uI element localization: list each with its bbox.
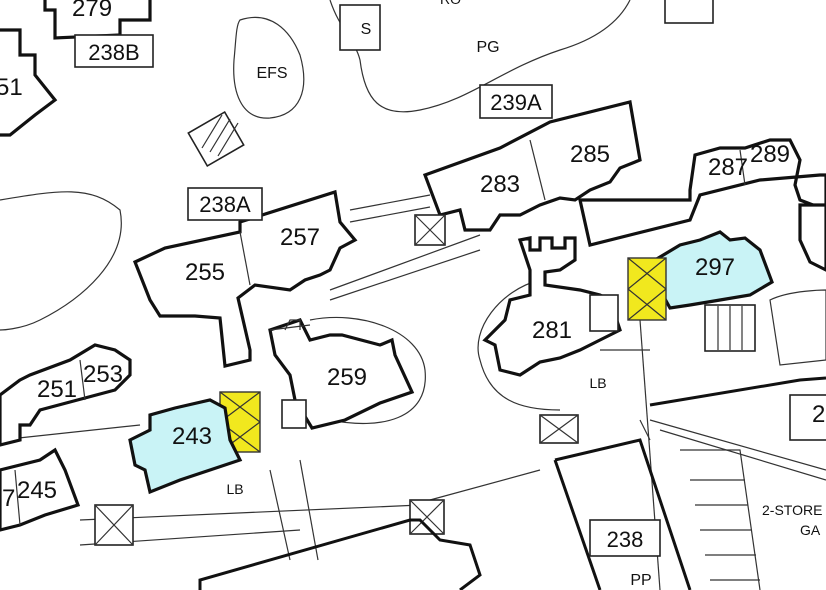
carpark-top bbox=[649, 376, 826, 407]
box-center-bottom-cross bbox=[539, 414, 579, 444]
unit-281: 281 bbox=[532, 317, 572, 344]
path-bottom-3 bbox=[429, 469, 541, 501]
block-label-238: 238 bbox=[607, 527, 644, 552]
path-vertical-left-1 bbox=[269, 469, 291, 561]
unit-2-right: 2 bbox=[812, 401, 825, 428]
path-right-2 bbox=[659, 429, 826, 481]
bottom-structures bbox=[198, 349, 826, 590]
box-bottom-center-cross bbox=[409, 499, 445, 535]
path-diagonal-2 bbox=[329, 249, 481, 301]
box-center-top-cross bbox=[414, 214, 446, 246]
driveway-curve-right bbox=[477, 279, 561, 411]
path-top-2 bbox=[349, 206, 431, 223]
unit-287: 287 bbox=[708, 154, 748, 181]
building-251-253 bbox=[0, 343, 132, 447]
lb-label-left: LB bbox=[226, 481, 243, 497]
unit-255: 255 bbox=[185, 259, 225, 286]
unit-289: 289 bbox=[750, 141, 790, 168]
carpark-ramp-lines bbox=[690, 479, 760, 581]
right-blocks bbox=[578, 138, 826, 441]
divider-247-245 bbox=[14, 469, 21, 526]
building-251-top bbox=[0, 28, 58, 137]
block-238-outline bbox=[554, 438, 692, 590]
top-right-box bbox=[664, 0, 714, 24]
divider-251-253 bbox=[79, 359, 86, 401]
unit-285: 285 bbox=[570, 141, 610, 168]
path-top-1 bbox=[349, 194, 431, 211]
lift-243-cross bbox=[219, 391, 261, 453]
right-edge-shape bbox=[769, 289, 826, 366]
building-right-edge bbox=[798, 203, 826, 272]
unit-253: 253 bbox=[83, 361, 123, 388]
box-2-right bbox=[789, 394, 826, 441]
unit-243: 243 bbox=[172, 423, 212, 450]
unit-257: 257 bbox=[280, 224, 320, 251]
top-left-blocks bbox=[0, 0, 714, 168]
stair-259 bbox=[281, 399, 307, 429]
block-238a bbox=[132, 187, 415, 430]
staircase-297-lines bbox=[717, 306, 743, 350]
staircase-lines bbox=[201, 114, 239, 157]
path-vertical-left-2 bbox=[299, 459, 319, 561]
efs-outline bbox=[233, 16, 305, 119]
path-left-1 bbox=[0, 424, 141, 441]
block-label-239a: 239A bbox=[490, 90, 542, 115]
pp-label: PP bbox=[630, 572, 651, 589]
block-label-238a: 238A bbox=[199, 192, 251, 217]
unit-245: 245 bbox=[17, 477, 57, 504]
block-238-left-edge bbox=[553, 459, 602, 590]
divider-283-285 bbox=[529, 139, 546, 201]
building-283-285 bbox=[422, 100, 642, 232]
stair-281 bbox=[589, 294, 619, 332]
carpark-label-2: GA bbox=[800, 522, 821, 538]
unit-259: 259 bbox=[327, 364, 367, 391]
block-239a bbox=[422, 84, 642, 377]
bottom-wall bbox=[198, 518, 482, 590]
unit-279: 279 bbox=[72, 0, 112, 22]
carpark-label-1: 2-STORE bbox=[762, 502, 822, 518]
lower-left-blocks bbox=[0, 343, 243, 546]
unit-283: 283 bbox=[480, 171, 520, 198]
block-box-238b bbox=[74, 34, 154, 68]
block-box-239a bbox=[479, 84, 553, 119]
divider-255-257 bbox=[239, 231, 251, 286]
building-243 bbox=[128, 398, 243, 495]
misc-boxes bbox=[409, 214, 579, 535]
block-label-238b: 238B bbox=[88, 40, 139, 65]
building-287-289 bbox=[578, 138, 826, 247]
divider-287-289 bbox=[739, 149, 746, 186]
unit-251: 251 bbox=[37, 376, 77, 403]
s-label: S bbox=[361, 21, 372, 38]
path-right-1 bbox=[649, 419, 826, 471]
unit-247: 7 bbox=[2, 485, 15, 512]
block-box-238 bbox=[589, 519, 661, 557]
building-297 bbox=[653, 230, 774, 310]
lift-297-cross bbox=[627, 257, 667, 321]
efs-label: EFS bbox=[256, 65, 287, 82]
building-255-257 bbox=[132, 189, 358, 368]
box-bottom-left-cross bbox=[94, 504, 134, 546]
block-box-238a bbox=[187, 187, 263, 221]
staircase-top bbox=[187, 110, 245, 168]
pg-label: PG bbox=[476, 39, 499, 56]
bld-259-notch bbox=[269, 319, 311, 331]
lb-arrow-2 bbox=[639, 419, 651, 441]
road-label-top: RO bbox=[440, 0, 461, 7]
s-box bbox=[339, 4, 381, 51]
unit-297: 297 bbox=[695, 254, 735, 281]
unit-251-top: 51 bbox=[0, 74, 23, 101]
lift-lobby-297 bbox=[627, 257, 667, 321]
building-245 bbox=[0, 447, 81, 532]
driveway-curve-center bbox=[309, 316, 426, 425]
path-diagonal-1 bbox=[329, 234, 481, 291]
path-bottom-1 bbox=[79, 504, 421, 521]
carpark-ramp-outline bbox=[680, 449, 761, 590]
lb-label-right: LB bbox=[589, 375, 606, 391]
park-outline-left bbox=[0, 191, 122, 331]
